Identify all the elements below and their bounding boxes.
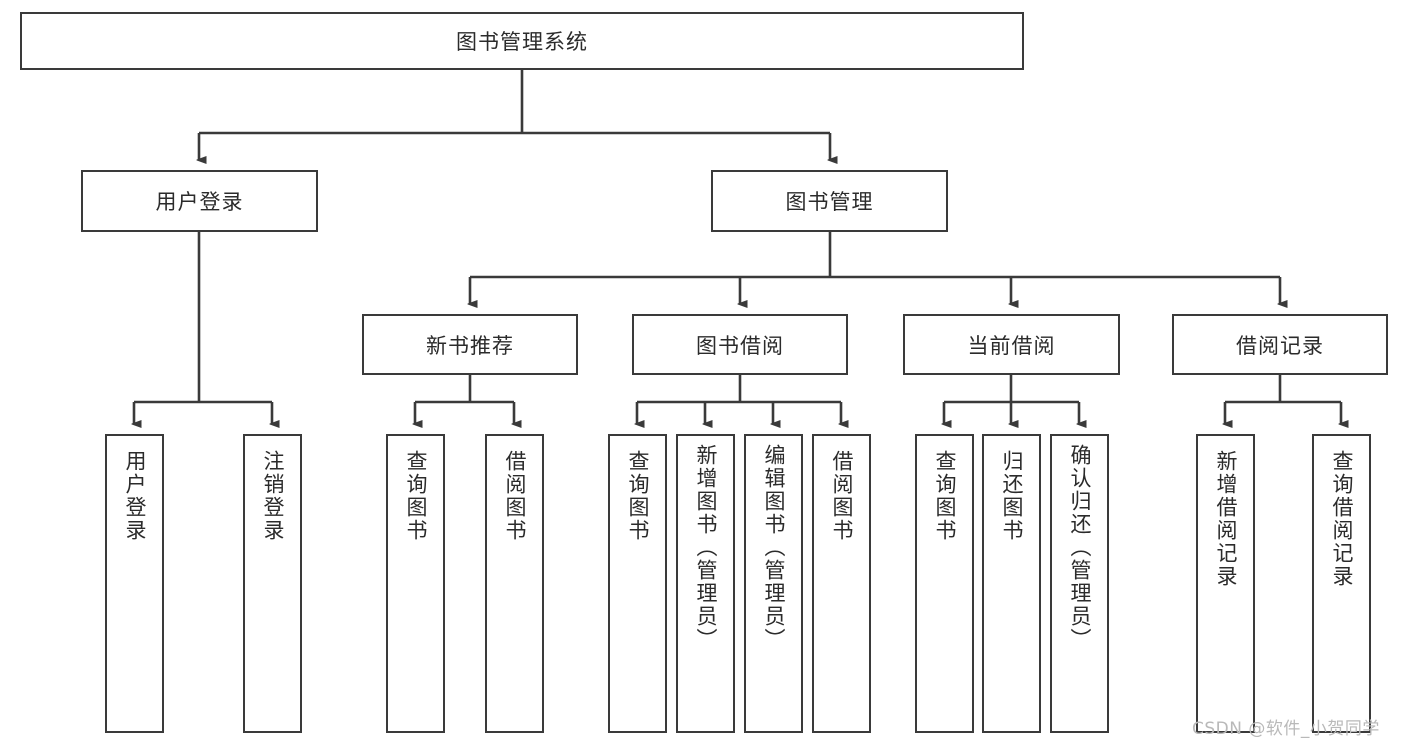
node-leaf-query-record[interactable]: 查询借阅记录 — [1312, 434, 1371, 733]
node-leaf-edit-book-label: 编辑图书（管理员） — [761, 444, 786, 651]
node-new-book-rec-label: 新书推荐 — [426, 333, 514, 358]
node-leaf-confirm-return-label: 确认归还（管理员） — [1067, 444, 1092, 651]
node-book-borrow[interactable]: 图书借阅 — [632, 314, 848, 375]
node-leaf-user-logout-label: 注销登录 — [260, 450, 285, 542]
node-current-borrow-label: 当前借阅 — [967, 333, 1056, 358]
node-leaf-return-book[interactable]: 归还图书 — [982, 434, 1041, 733]
node-leaf-borrow-book-1-label: 借阅图书 — [502, 450, 527, 542]
node-book-manage-label: 图书管理 — [785, 190, 874, 214]
node-leaf-query-book-2[interactable]: 查询图书 — [608, 434, 667, 733]
node-leaf-add-record[interactable]: 新增借阅记录 — [1196, 434, 1255, 733]
node-user-login[interactable]: 用户登录 — [81, 170, 318, 232]
node-user-login-label: 用户登录 — [155, 190, 244, 214]
node-leaf-confirm-return[interactable]: 确认归还（管理员） — [1050, 434, 1109, 733]
node-root-label: 图书管理系统 — [456, 30, 588, 54]
node-leaf-edit-book[interactable]: 编辑图书（管理员） — [744, 434, 803, 733]
node-leaf-borrow-book-2[interactable]: 借阅图书 — [812, 434, 871, 733]
node-leaf-return-book-label: 归还图书 — [999, 450, 1024, 542]
node-leaf-add-record-label: 新增借阅记录 — [1213, 450, 1238, 588]
watermark: CSDN @软件_小贺同学 — [1192, 719, 1380, 739]
node-leaf-user-login-label: 用户登录 — [122, 450, 147, 542]
node-leaf-borrow-book-1[interactable]: 借阅图书 — [485, 434, 544, 733]
node-root[interactable]: 图书管理系统 — [20, 12, 1024, 70]
node-leaf-borrow-book-2-label: 借阅图书 — [829, 450, 854, 542]
node-leaf-user-login[interactable]: 用户登录 — [105, 434, 164, 733]
node-leaf-add-book-label: 新增图书（管理员） — [693, 444, 718, 651]
node-leaf-query-book-3-label: 查询图书 — [932, 450, 957, 542]
node-leaf-query-record-label: 查询借阅记录 — [1329, 450, 1354, 588]
node-leaf-query-book-1-label: 查询图书 — [403, 450, 428, 542]
node-borrow-record[interactable]: 借阅记录 — [1172, 314, 1388, 375]
node-book-borrow-label: 图书借阅 — [696, 333, 784, 358]
node-leaf-query-book-1[interactable]: 查询图书 — [386, 434, 445, 733]
node-current-borrow[interactable]: 当前借阅 — [903, 314, 1120, 375]
node-borrow-record-label: 借阅记录 — [1236, 333, 1324, 358]
node-leaf-query-book-3[interactable]: 查询图书 — [915, 434, 974, 733]
node-leaf-add-book[interactable]: 新增图书（管理员） — [676, 434, 735, 733]
node-leaf-query-book-2-label: 查询图书 — [625, 450, 650, 542]
node-new-book-rec[interactable]: 新书推荐 — [362, 314, 578, 375]
node-book-manage[interactable]: 图书管理 — [711, 170, 948, 232]
node-leaf-user-logout[interactable]: 注销登录 — [243, 434, 302, 733]
